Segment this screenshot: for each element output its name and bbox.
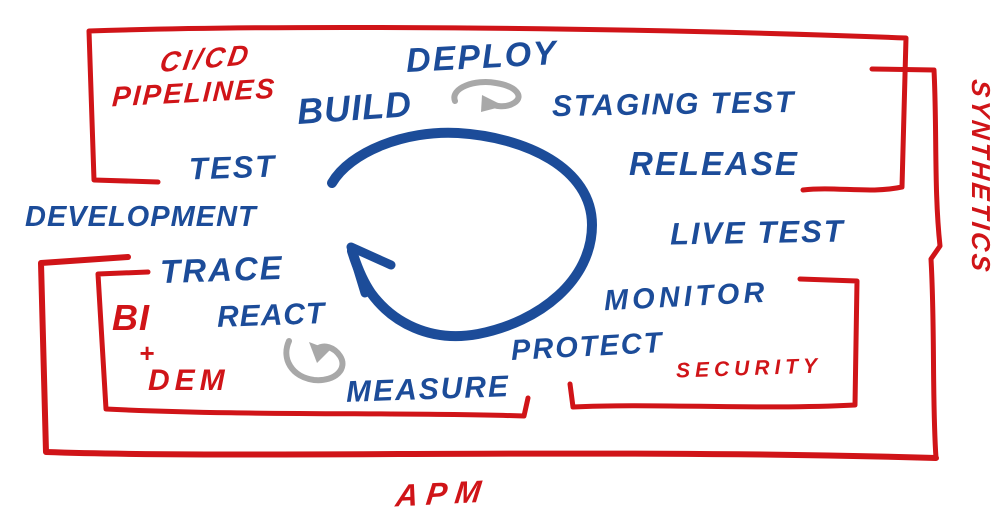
label-release: RELEASE <box>629 145 799 182</box>
label-live-test: LIVE TEST <box>669 213 846 252</box>
annotation-bi: BI <box>112 297 150 338</box>
security-bracket <box>567 276 860 410</box>
label-build: BUILD <box>295 83 414 132</box>
cycle-arrow-head-icon <box>346 242 396 298</box>
annotation-dem: DEM <box>148 364 230 397</box>
annotation-plus: + <box>139 338 155 368</box>
synthetics-bracket <box>869 66 943 461</box>
annotation-synthetics: SYNTHETICS <box>966 78 996 276</box>
deploy-loop-arrowhead-icon <box>481 95 504 112</box>
react-loop-arrowhead-icon <box>309 342 330 363</box>
annotation-security: SECURITY <box>675 354 823 383</box>
label-deploy: DEPLOY <box>405 34 559 80</box>
annotation-apm: APM <box>393 473 491 514</box>
bi-dem-bracket <box>95 269 531 419</box>
cycle-arrow-icon <box>327 127 598 342</box>
label-staging-test: STAGING TEST <box>551 85 796 124</box>
label-development: DEVELOPMENT <box>25 201 257 233</box>
label-trace: TRACE <box>159 248 285 291</box>
label-measure: MEASURE <box>345 370 511 409</box>
label-react: REACT <box>216 297 326 334</box>
cicd-pipelines-bracket <box>86 24 909 193</box>
apm-box <box>38 254 939 461</box>
label-test: TEST <box>188 148 277 187</box>
react-loop-icon <box>283 338 346 384</box>
